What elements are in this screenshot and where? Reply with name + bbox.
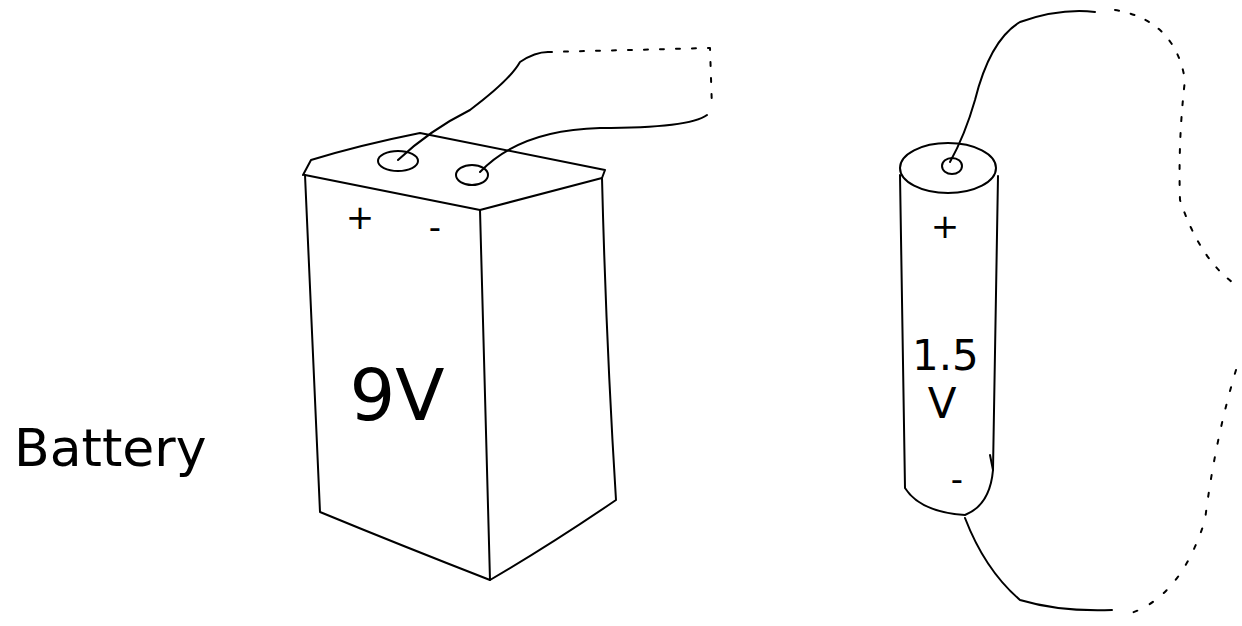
battery-body: +- 9V xyxy=(305,140,615,585)
battery-body: +1.5 V - xyxy=(900,145,1000,520)
terminal-label: - xyxy=(415,208,455,247)
aa-wire xyxy=(950,10,1236,615)
terminal-label: 1.5 V xyxy=(912,332,972,429)
terminal-label: + xyxy=(340,198,380,237)
aa-battery-outline xyxy=(900,143,998,515)
title-label: Battery xyxy=(14,418,206,478)
terminal-label: + xyxy=(925,207,965,246)
terminal-label: - xyxy=(937,460,977,499)
nine-volt-battery-outline xyxy=(303,133,616,580)
nine-volt-wire xyxy=(398,48,712,172)
voltage-label: 9V xyxy=(317,354,477,437)
